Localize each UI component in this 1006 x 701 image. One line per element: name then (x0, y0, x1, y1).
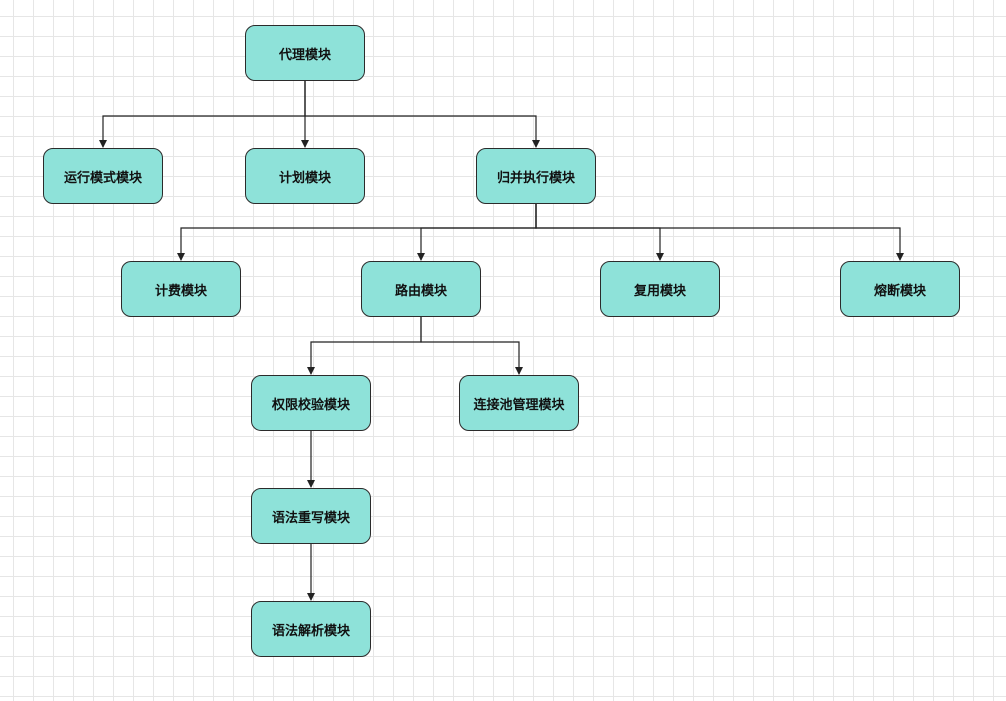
node-merge-execution-module[interactable]: 归并执行模块 (476, 148, 596, 204)
edge-proxy-to-run_mode (99, 81, 306, 148)
node-circuit-breaker-module[interactable]: 熔断模块 (840, 261, 960, 317)
node-reuse-module[interactable]: 复用模块 (600, 261, 720, 317)
node-plan-module[interactable]: 计划模块 (245, 148, 365, 204)
edge-merge_exec-to-routing (417, 204, 537, 261)
node-run-mode-module[interactable]: 运行模式模块 (43, 148, 163, 204)
edge-merge_exec-to-billing (177, 204, 537, 261)
node-syntax-parse-module[interactable]: 语法解析模块 (251, 601, 371, 657)
edge-routing-to-permission (307, 317, 422, 375)
node-proxy-module[interactable]: 代理模块 (245, 25, 365, 81)
node-routing-module[interactable]: 路由模块 (361, 261, 481, 317)
edge-merge_exec-to-circuit_breaker (535, 204, 904, 261)
node-syntax-rewrite-module[interactable]: 语法重写模块 (251, 488, 371, 544)
edge-proxy-to-merge_exec (304, 81, 540, 148)
node-billing-module[interactable]: 计费模块 (121, 261, 241, 317)
edge-merge_exec-to-reuse (535, 204, 664, 261)
node-connection-pool-module[interactable]: 连接池管理模块 (459, 375, 579, 431)
node-permission-check-module[interactable]: 权限校验模块 (251, 375, 371, 431)
edge-routing-to-pool (420, 317, 523, 375)
